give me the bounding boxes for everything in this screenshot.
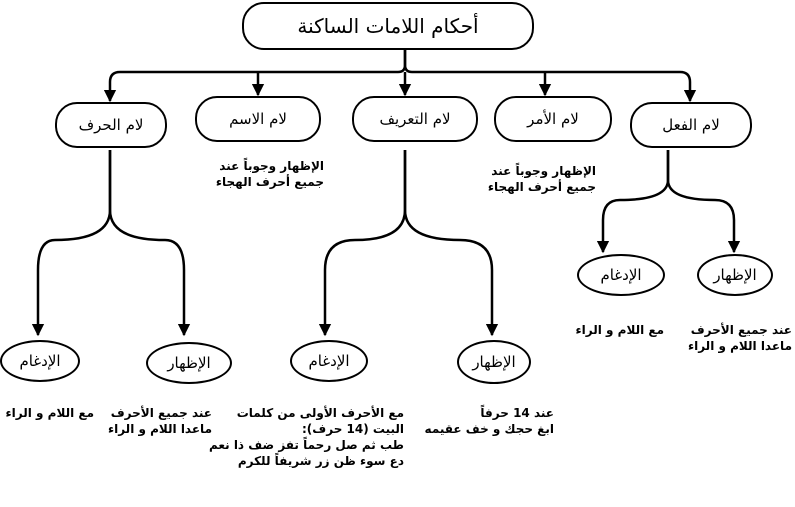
arrow-harf-izhar: [108, 150, 191, 337]
rule-label: الإدغام: [308, 352, 350, 370]
arrow-tarif-idgham: [318, 150, 407, 337]
note-lam-al-amr: الإظهار وجوباً عند جميع أحرف الهجاء: [476, 163, 596, 195]
fiel-idgham-node: الإدغام: [577, 254, 665, 296]
note-lam-al-ism: الإظهار وجوباً عند جميع أحرف الهجاء: [200, 158, 324, 190]
rule-label: الإظهار: [167, 354, 211, 372]
arrow-root-fiel: [403, 50, 697, 103]
note-line: الإظهار وجوباً عند: [219, 159, 324, 173]
category-lam-al-fiel: لام الفعل: [630, 102, 752, 148]
arrow-tarif-izhar: [403, 150, 499, 337]
rule-label: الإظهار: [472, 353, 516, 371]
note-line: دع سوء ظن زر شريفاً للكرم: [237, 454, 404, 468]
category-lam-al-ism: لام الاسم: [195, 96, 321, 142]
note-line: جميع أحرف الهجاء: [487, 180, 596, 194]
tarif-idgham-node: الإدغام: [290, 340, 368, 382]
category-label: لام الأمر: [527, 110, 579, 128]
note-line: عند 14 حرفاً: [480, 406, 554, 420]
note-line: عند جميع الأحرف: [690, 323, 792, 337]
note-line: ابغ حجك و خف عقيمه: [424, 422, 554, 436]
note-line: مع اللام و الراء: [575, 323, 664, 337]
note-line: ماعدا اللام و الراء: [687, 339, 792, 353]
rule-label: الإظهار: [713, 266, 757, 284]
rule-label: الإدغام: [600, 266, 642, 284]
harf-idgham-node: الإدغام: [0, 340, 80, 382]
note-tarif-idgham: مع الأحرف الأولى من كلمات البيت (14 حرف)…: [208, 405, 404, 469]
category-label: لام التعريف: [379, 110, 451, 128]
note-line: جميع أحرف الهجاء: [215, 175, 324, 189]
arrow-fiel-izhar: [666, 150, 741, 254]
category-label: لام الفعل: [662, 116, 720, 134]
note-line: البيت (14 حرف):: [302, 422, 404, 436]
note-fiel-izhar: عند جميع الأحرف ماعدا اللام و الراء: [676, 322, 792, 354]
harf-izhar-node: الإظهار: [146, 342, 232, 384]
fiel-izhar-node: الإظهار: [697, 254, 773, 296]
root-node: أحكام اللامات الساكنة: [242, 2, 534, 50]
category-label: لام الاسم: [229, 110, 287, 128]
note-line: عند جميع الأحرف: [110, 406, 212, 420]
note-fiel-idgham: مع اللام و الراء: [570, 322, 664, 338]
note-line: الإظهار وجوباً عند: [491, 164, 596, 178]
rule-label: الإدغام: [19, 352, 61, 370]
category-lam-al-amr: لام الأمر: [494, 96, 612, 142]
note-harf-idgham: مع اللام و الراء: [2, 405, 94, 421]
category-lam-al-harf: لام الحرف: [55, 102, 167, 148]
note-tarif-izhar: عند 14 حرفاً ابغ حجك و خف عقيمه: [424, 405, 554, 437]
category-label: لام الحرف: [78, 116, 144, 134]
note-line: طب ثم صل رحماً تفز ضف ذا نعم: [208, 438, 404, 452]
note-line: مع الأحرف الأولى من كلمات: [236, 406, 404, 420]
root-label: أحكام اللامات الساكنة: [297, 14, 479, 38]
tarif-izhar-node: الإظهار: [457, 340, 531, 384]
arrow-fiel-idgham: [596, 150, 670, 254]
note-harf-izhar: عند جميع الأحرف ماعدا اللام و الراء: [98, 405, 212, 437]
category-lam-at-tarif: لام التعريف: [352, 96, 478, 142]
arrow-harf-idgham: [31, 150, 112, 337]
note-line: ماعدا اللام و الراء: [107, 422, 212, 436]
note-line: مع اللام و الراء: [5, 406, 94, 420]
